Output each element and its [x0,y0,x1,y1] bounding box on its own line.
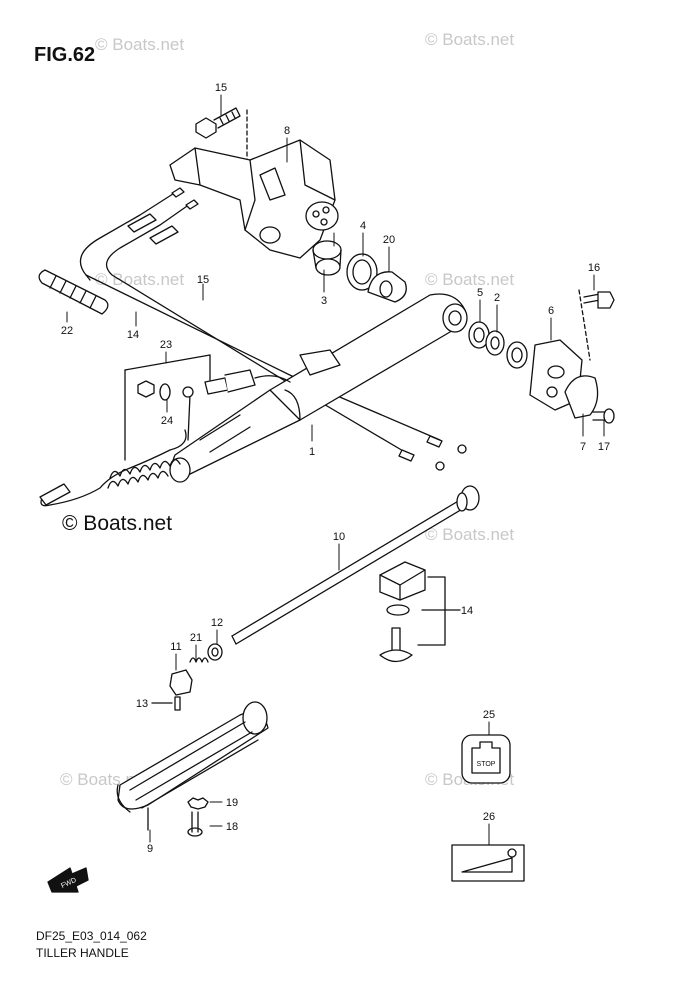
callout-9: 9 [147,843,153,855]
callout-16: 15 [215,82,227,94]
fwd-arrow-icon: FWD [47,867,89,893]
watermark-text: © Boats.net [95,270,184,289]
callout-14: 14 [461,605,473,617]
leader-lines [66,94,605,846]
nut-11-icon [169,669,193,696]
watermark-text: © Boats.net [425,525,514,544]
callout-25: 24 [161,415,173,427]
bracket-8-icon [169,139,339,259]
washer-12-icon [207,643,223,661]
plate-21-icon [367,271,407,303]
washer-4-icon [346,253,378,291]
callout-17: 16 [588,262,600,274]
callout-15a: 15 [197,274,209,286]
bushing-2-icon [485,330,505,356]
callout-5: 5 [477,287,483,299]
figure-title: FIG.62 [34,44,96,66]
screw-19-icon [187,811,203,837]
bolt-17-icon [578,289,615,361]
washer-2b-icon [506,341,528,369]
callout-1: 1 [309,446,315,458]
callouts: 15 8 4 20 3 16 15 14 22 5 2 6 23 24 1 7 … [61,82,610,855]
callout-4: 4 [360,220,366,232]
callout-26: 25 [483,709,495,721]
watermark-text: © Boats.net [425,270,514,289]
grip-23-icon [38,269,109,315]
watermark-text: © Boats.net [95,35,184,54]
callout-24: 23 [160,339,172,351]
callout-12: 12 [211,617,223,629]
callout-10: 10 [333,531,345,543]
stop-switch-26-icon: STOP [461,734,511,784]
callout-15b: 14 [127,329,139,341]
stop-cord-24-icon [39,354,291,507]
callout-20: 19 [226,797,238,809]
callout-6: 6 [548,305,554,317]
callout-8: 8 [284,125,290,137]
plate-7-icon [564,375,599,419]
spring-22-icon [189,657,209,663]
callout-18: 17 [598,441,610,453]
handle-grip-9-icon [116,701,269,831]
brand-watermark: © Boats.net [62,512,173,535]
figure-code: DF25_E03_014_062 [36,929,147,943]
tiller-arm-1-icon [169,293,468,483]
callout-23: 22 [61,325,73,337]
callout-22: 21 [190,632,202,644]
pin-13-icon [151,696,181,711]
rod-10-icon [231,485,480,645]
star-washer-20-icon [187,797,209,810]
callout-19: 18 [226,821,238,833]
callout-7: 7 [580,441,586,453]
callout-3: 3 [321,295,327,307]
bolt-16-icon [195,107,248,176]
callout-11: 11 [170,641,181,653]
throttle-cables-icon [79,187,467,471]
sleeve-3-icon [312,240,342,276]
screw-18-icon [592,408,615,424]
figure-caption: TILLER HANDLE [36,946,129,960]
label-27-icon [451,844,525,882]
callout-2: 2 [494,292,500,304]
callout-13: 13 [136,698,148,710]
callout-27: 26 [483,811,495,823]
callout-21: 20 [383,234,395,246]
watermark-text: © Boats.net [425,30,514,49]
bracket-14-icon [379,561,461,663]
stop-label: STOP [477,761,496,768]
